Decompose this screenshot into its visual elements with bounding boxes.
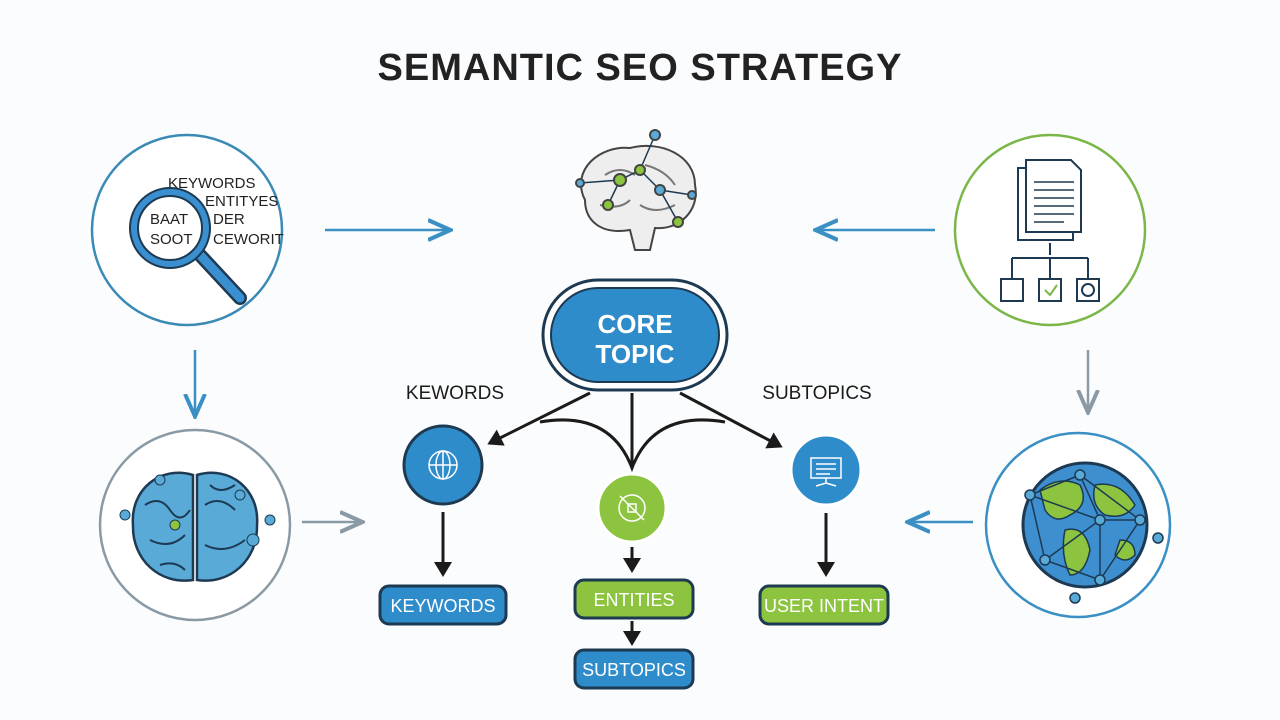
page-title: SEMANTIC SEO STRATEGY bbox=[378, 47, 903, 89]
magnifier-word: SOOT bbox=[150, 231, 193, 248]
magnifier-word: CEWORIT bbox=[213, 231, 284, 248]
entities-box-label: ENTITIES bbox=[593, 590, 674, 610]
keyword-research-node: KEYWORDS ENTITYES DER CEWORIT BAAT SOOT bbox=[90, 133, 284, 327]
core-topic-node[interactable]: CORE TOPIC bbox=[541, 278, 729, 392]
content-documents-node bbox=[953, 133, 1147, 327]
globe-icon bbox=[1021, 461, 1164, 604]
label-subtopics: SUBTOPICS bbox=[762, 383, 871, 404]
keywords-box[interactable]: KEYWORDS bbox=[378, 584, 508, 626]
core-topic-line1: CORE bbox=[597, 309, 672, 339]
subtopics-monitor-circle[interactable] bbox=[789, 433, 863, 507]
magnifier-icon bbox=[129, 187, 247, 305]
monitor-icon bbox=[810, 457, 842, 487]
brain-icon bbox=[119, 471, 276, 582]
magnifier-word: DER bbox=[213, 211, 245, 228]
keywords-box-label: KEYWORDS bbox=[390, 596, 495, 616]
down-arrows bbox=[434, 512, 835, 646]
magnifier-word: KEYWORDS bbox=[168, 175, 256, 192]
magnifier-word: BAAT bbox=[150, 211, 188, 228]
subtopics-box-label: SUBTOPICS bbox=[582, 660, 686, 680]
globe-network-icon bbox=[428, 450, 458, 480]
keywords-network-circle[interactable] bbox=[402, 424, 484, 506]
target-icon bbox=[618, 494, 646, 522]
core-topic-line2: TOPIC bbox=[596, 339, 675, 369]
core-connectors bbox=[487, 391, 783, 473]
user-intent-box[interactable]: USER INTENT bbox=[758, 584, 890, 626]
entities-box[interactable]: ENTITIES bbox=[573, 578, 695, 620]
entities-circle[interactable] bbox=[596, 472, 668, 544]
user-intent-box-label: USER INTENT bbox=[764, 596, 884, 616]
document-icon bbox=[1000, 159, 1100, 302]
label-keywords: KEWORDS bbox=[406, 383, 504, 404]
neural-brain-node bbox=[98, 428, 292, 622]
magnifier-word: ENTITYES bbox=[205, 193, 278, 210]
global-network-node bbox=[984, 431, 1172, 619]
brain-network-icon bbox=[575, 129, 697, 251]
subtopics-box[interactable]: SUBTOPICS bbox=[573, 648, 695, 690]
